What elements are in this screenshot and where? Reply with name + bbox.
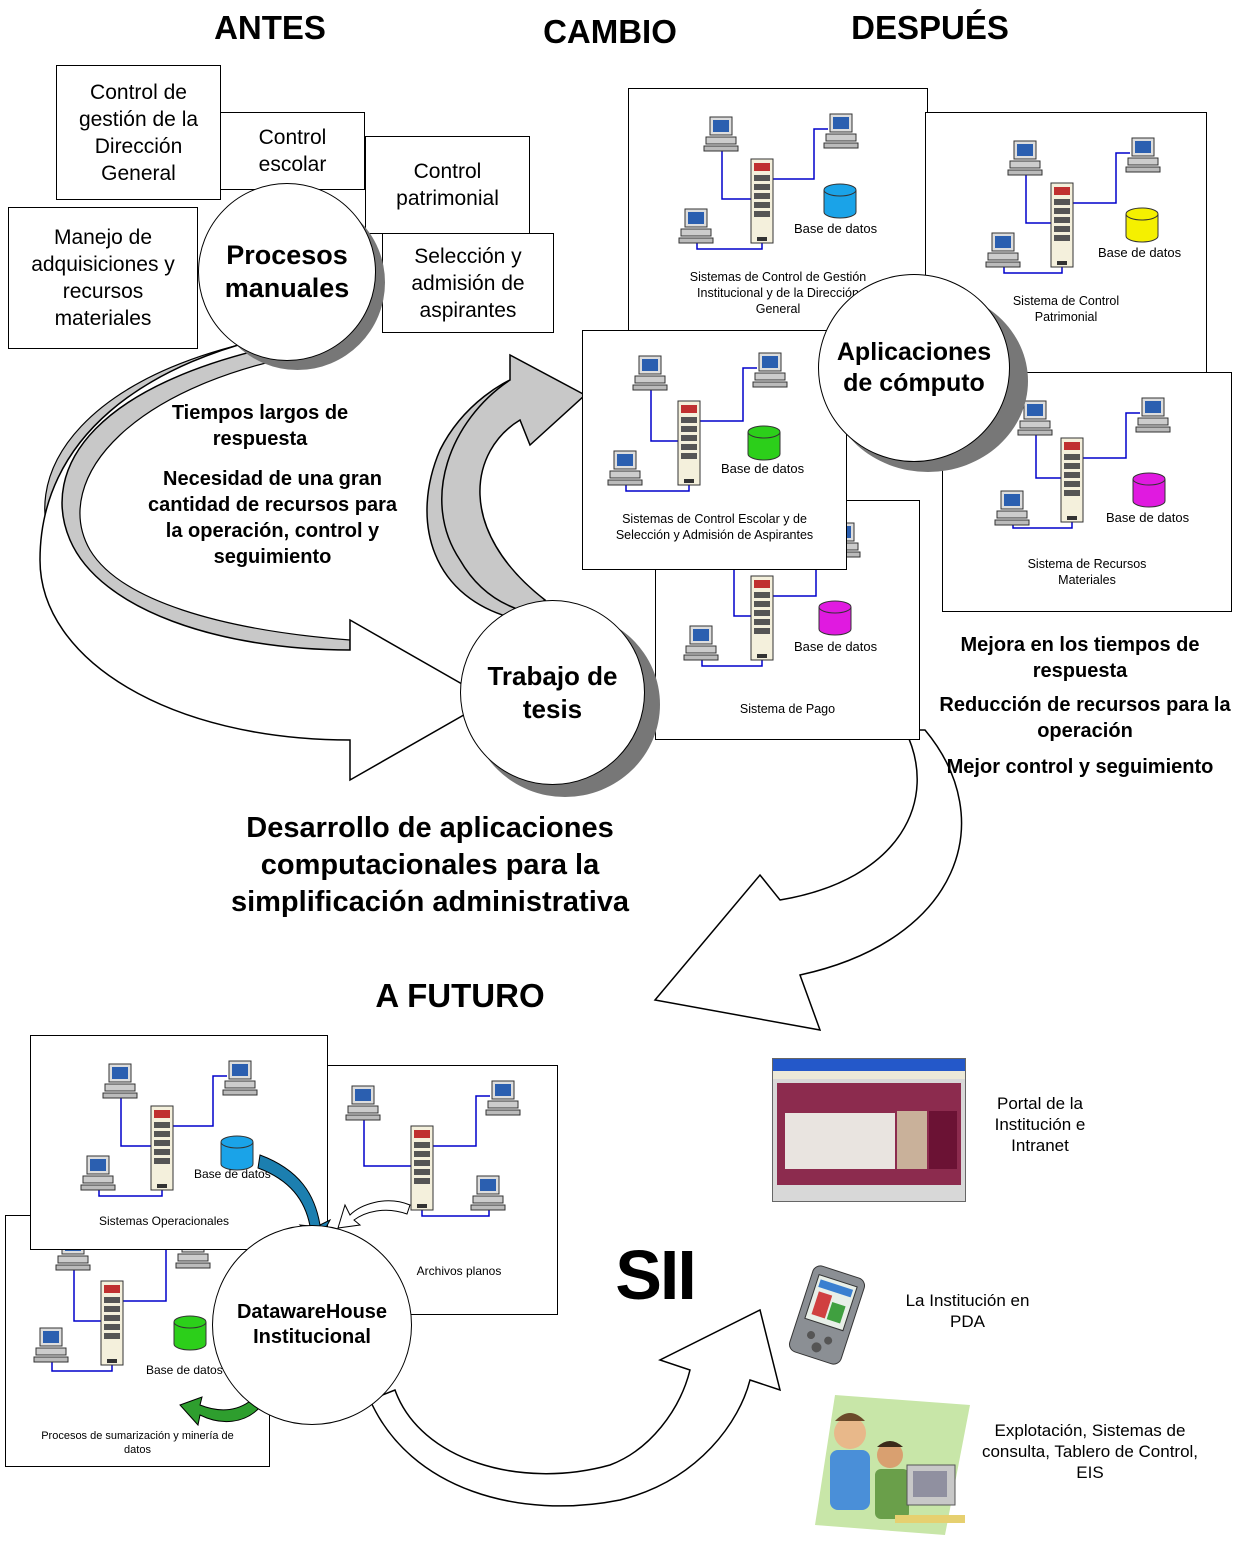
despues-benefit-1: Mejora en los tiempos de respuesta (960, 634, 1200, 682)
db-label: Base de datos (721, 461, 805, 476)
server-icon (750, 575, 774, 661)
computer-icon (752, 352, 788, 388)
computer-icon (678, 208, 714, 244)
caption-pago: Sistema de Pago (739, 702, 836, 716)
circle-datawarehouse: DatawareHouse Institucional (212, 1225, 412, 1425)
database-cylinder-icon (173, 1315, 207, 1351)
network-patrimonial (985, 137, 1161, 274)
network-escolar (607, 352, 788, 492)
database-cylinder-icon (220, 1135, 254, 1171)
output-pda: La Institución en PDA (905, 1291, 1030, 1331)
antes-problem-1: Tiempos largos de respuesta (171, 402, 349, 450)
server-icon (1050, 182, 1074, 268)
server-icon (750, 158, 774, 244)
output-portal: Portal de la Institución e Intranet (994, 1094, 1086, 1155)
header-cambio: CAMBIO (543, 13, 677, 50)
database-cylinder-icon (1125, 207, 1159, 243)
caption-sumarizacion: Procesos de sumarización y minería de da… (41, 1430, 234, 1456)
sii-label: SII (615, 1236, 697, 1314)
network-gestion (678, 113, 859, 250)
computer-icon (985, 232, 1021, 268)
pda-icon (788, 1265, 866, 1365)
db-label: Base de datos (794, 221, 878, 236)
database-cylinder-icon (1132, 472, 1166, 508)
network-operacionales (80, 1060, 258, 1197)
network-recursos (994, 397, 1171, 529)
computer-icon (1007, 140, 1043, 176)
panel-operacionales: Base de datos Sistemas Operacionales (30, 1035, 328, 1250)
network-archivos (345, 1080, 521, 1217)
computer-icon (102, 1063, 138, 1099)
db-label: Base de datos (1106, 510, 1190, 525)
server-icon (150, 1105, 174, 1191)
computer-icon (1017, 400, 1053, 436)
computer-icon (632, 355, 668, 391)
antes-problem-2: Necesidad de una gran cantidad de recurs… (148, 468, 397, 568)
computer-icon (703, 116, 739, 152)
computer-icon (33, 1327, 69, 1363)
box-seleccion-admision: Selección y admisión de aspirantes (382, 233, 554, 333)
caption-recursos: Sistema de Recursos Materiales (1027, 557, 1147, 587)
computer-icon (345, 1085, 381, 1121)
caption-patrimonial: Sistema de Control Patrimonial (1012, 294, 1120, 324)
database-cylinder-icon (818, 600, 852, 636)
database-cylinder-icon (823, 183, 857, 219)
caption-archivos: Archivos planos (416, 1264, 502, 1278)
cambio-caption: Desarrollo de aplicaciones computacional… (230, 812, 630, 918)
computer-icon (470, 1175, 506, 1211)
computer-icon (222, 1060, 258, 1096)
output-explotacion: Explotación, Sistemas de consulta, Table… (981, 1421, 1199, 1482)
panel-escolar: Base de datos Sistemas de Control Escola… (582, 330, 847, 570)
computer-icon (1135, 397, 1171, 433)
box-control-patrimonial: Control patrimonial (365, 136, 530, 234)
portal-screenshot-image (772, 1058, 966, 1202)
despues-benefit-2: Reducción de recursos para la operación (939, 694, 1231, 742)
circle-trabajo-tesis: Trabajo de tesis (460, 600, 645, 785)
header-futuro: A FUTURO (375, 977, 545, 1014)
computer-icon (823, 113, 859, 149)
caption-operacionales: Sistemas Operacionales (98, 1214, 230, 1228)
caption-escolar: Sistemas de Control Escolar y de Selecci… (615, 512, 814, 542)
header-antes: ANTES (214, 9, 326, 46)
computer-icon (485, 1080, 521, 1116)
computer-icon (994, 490, 1030, 526)
db-label: Base de datos (194, 1167, 271, 1181)
computer-icon (683, 625, 719, 661)
computer-icon (1125, 137, 1161, 173)
computer-icon (607, 450, 643, 486)
db-label: Base de datos (1098, 245, 1182, 260)
server-icon (1060, 437, 1084, 523)
db-label: Base de datos (146, 1363, 223, 1377)
circle-aplicaciones-computo: Aplicaciones de cómputo (818, 274, 1010, 462)
box-manejo-adquisiciones: Manejo de adquisiciones y recursos mater… (8, 207, 198, 349)
server-icon (410, 1125, 434, 1211)
header-despues: DESPUÉS (851, 9, 1009, 46)
panel-sumarizacion: Base de datos Procesos de sumarización y… (5, 1215, 270, 1467)
box-control-escolar: Control escolar (220, 112, 365, 190)
server-icon (677, 400, 701, 486)
server-icon (100, 1280, 124, 1366)
box-control-direccion: Control de gestión de la Dirección Gener… (56, 65, 221, 200)
database-cylinder-icon (747, 425, 781, 461)
panel-recursos: Base de datos Sistema de Recursos Materi… (942, 372, 1232, 612)
computer-icon (80, 1155, 116, 1191)
circle-procesos-manuales: Procesos manuales (198, 183, 376, 361)
db-label: Base de datos (794, 639, 878, 654)
people-computer-illustration (815, 1395, 970, 1535)
despues-benefit-3: Mejor control y seguimiento (946, 756, 1214, 778)
caption-gestion: Sistemas de Control de Gestión Instituci… (689, 270, 867, 316)
